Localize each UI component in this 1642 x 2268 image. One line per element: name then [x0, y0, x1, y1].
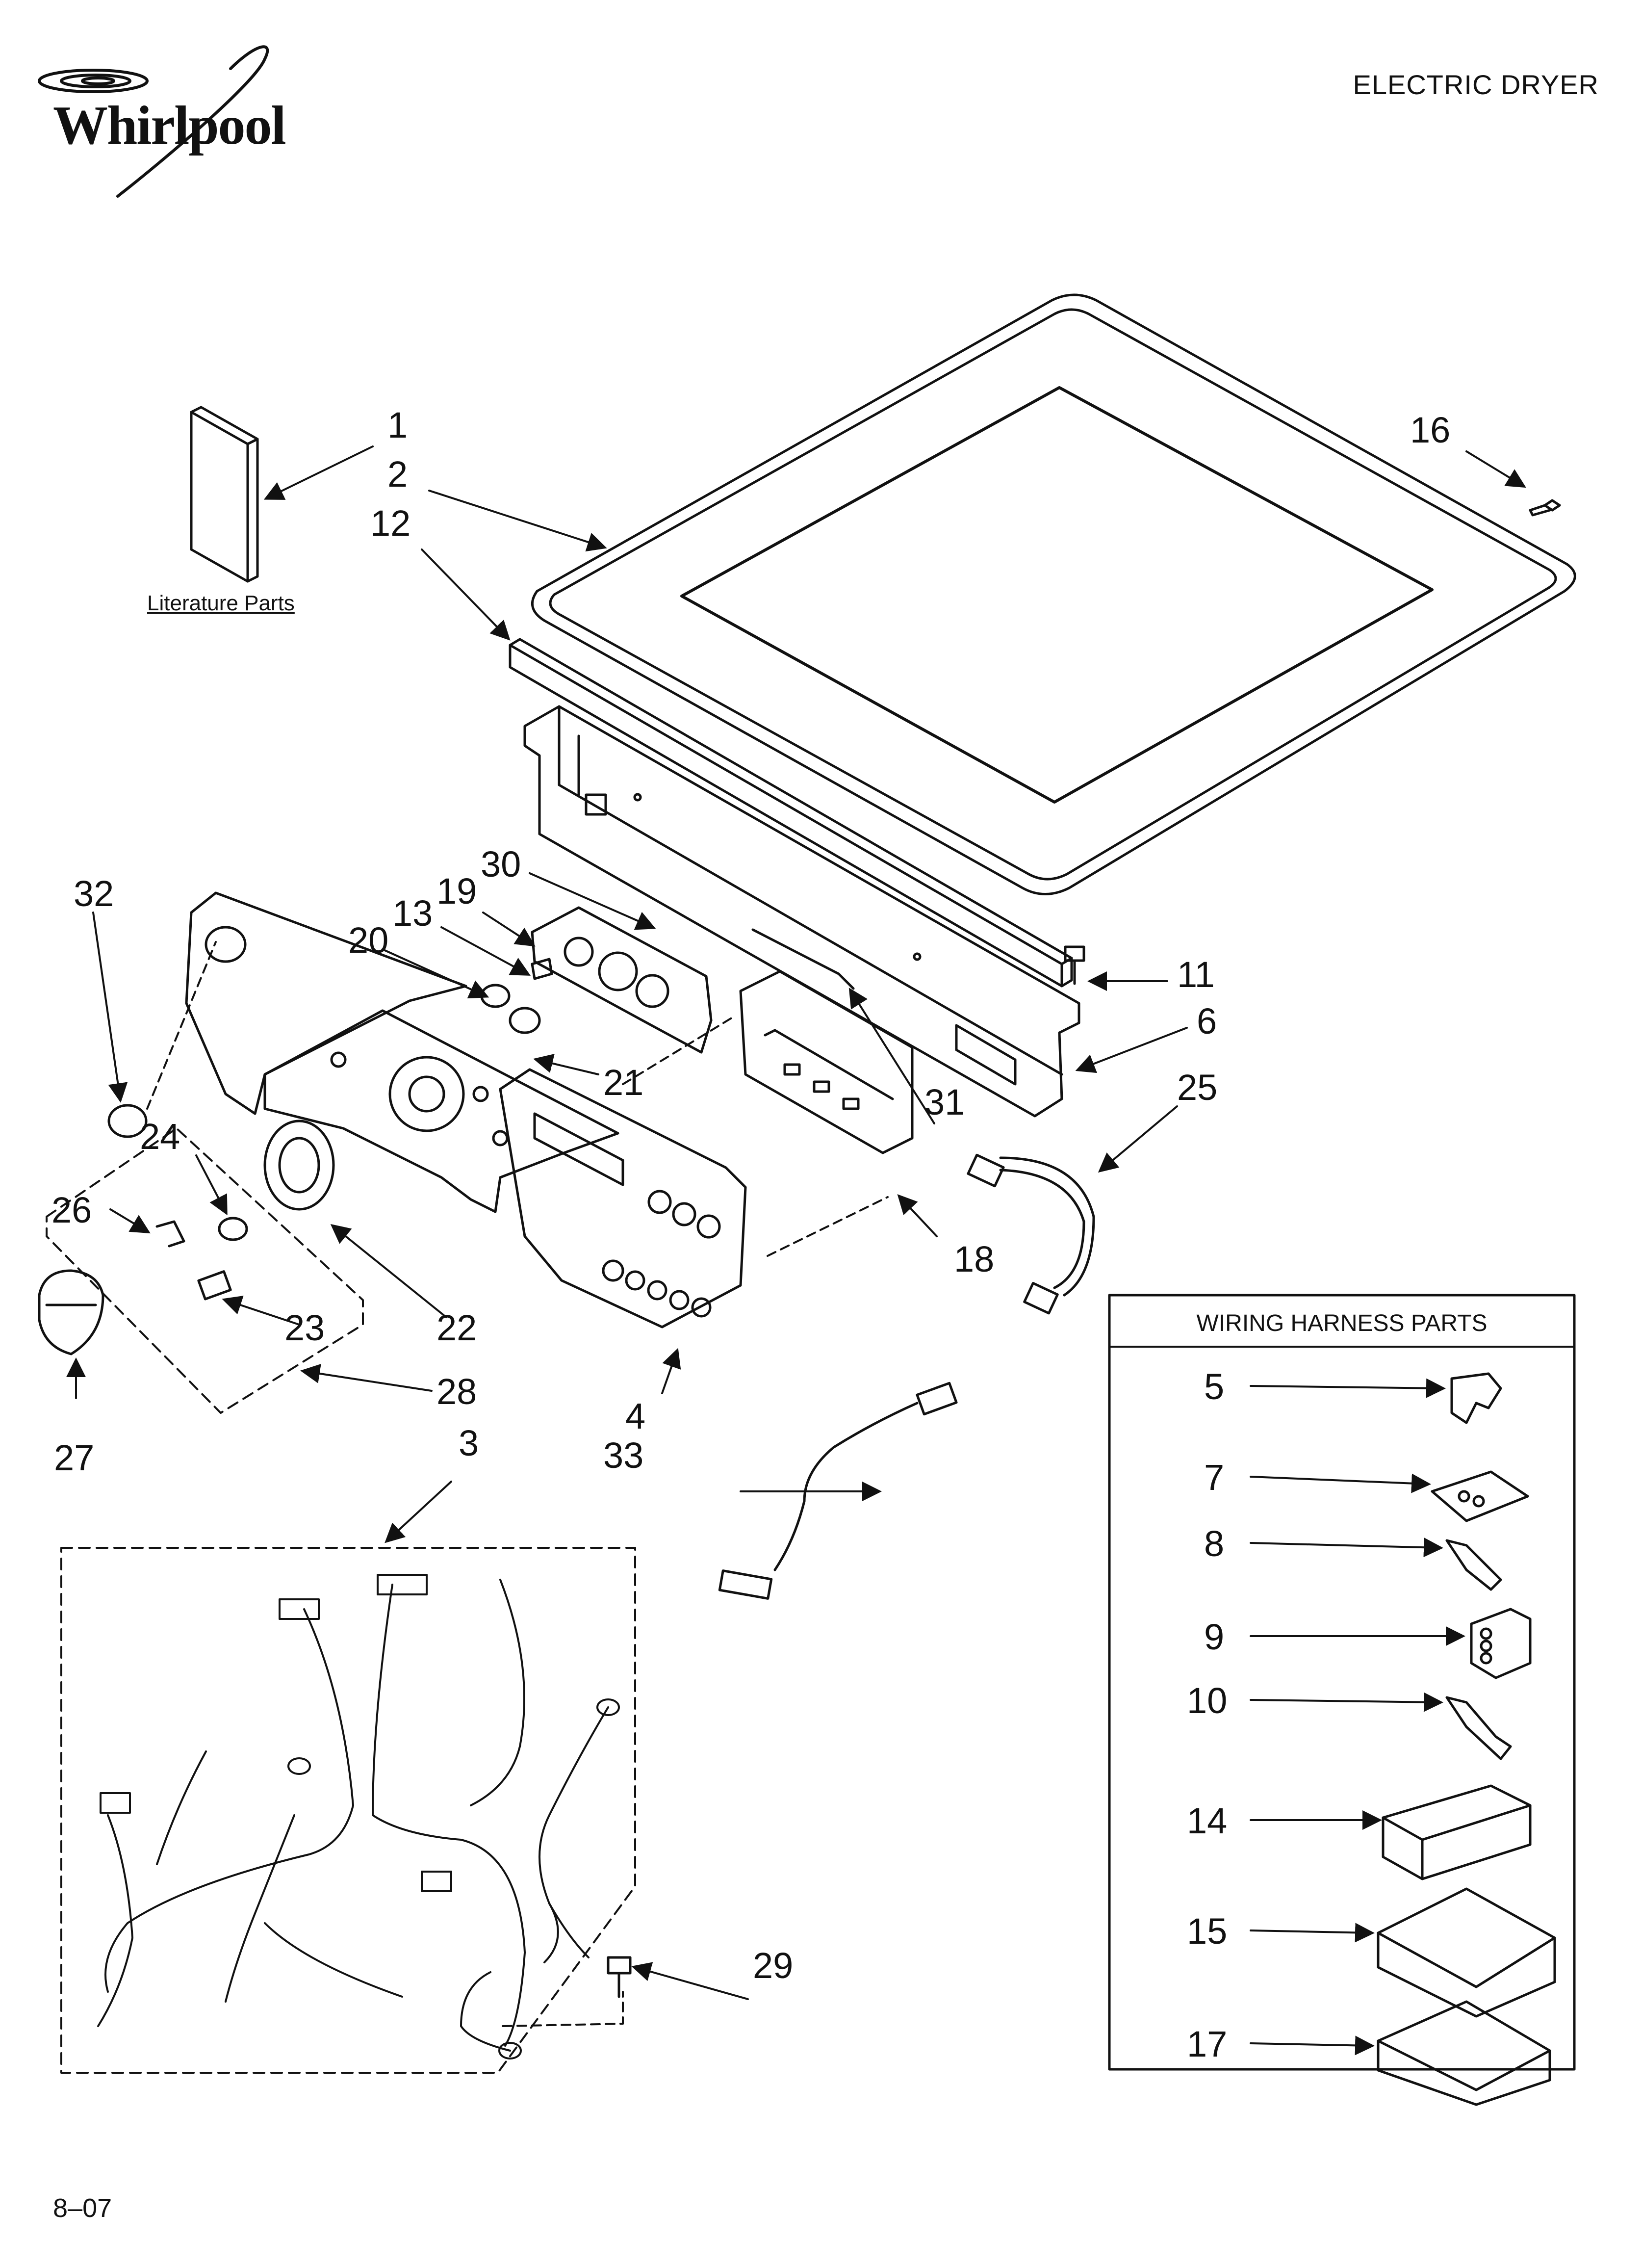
- callout-31: 31: [924, 1082, 965, 1122]
- ring-21: [509, 1007, 541, 1034]
- callout-14: 14: [1187, 1800, 1228, 1841]
- harness-part-17: [1377, 2000, 1551, 2106]
- harness-part-15: [1377, 1887, 1556, 2018]
- clip-26: [155, 1220, 185, 1248]
- screw-11: [1064, 945, 1085, 985]
- control-knob-27: [38, 1269, 104, 1356]
- callout-27: 27: [54, 1437, 95, 1478]
- harness-part-7: [1431, 1470, 1529, 1522]
- callout-8: 8: [1204, 1523, 1225, 1564]
- console-front-panel-4: [499, 1068, 747, 1329]
- callout-11: 11: [1177, 954, 1215, 995]
- console-frame: [263, 1009, 619, 1213]
- callout-19: 19: [436, 871, 477, 912]
- wire-harness-25: [967, 1153, 1095, 1315]
- callout-15: 15: [1187, 1911, 1228, 1952]
- callout-23: 23: [284, 1307, 325, 1348]
- wiring-harness-parts-box: [1108, 1294, 1576, 2071]
- screw-29: [607, 1956, 632, 1998]
- control-switch-assembly-19: [531, 906, 713, 1054]
- callout-leader-arrows: [66, 445, 1526, 2056]
- callout-9: 9: [1204, 1616, 1225, 1657]
- callout-1: 1: [387, 405, 408, 445]
- revision-code: 8–07: [53, 2193, 112, 2223]
- spring-13: [531, 958, 553, 980]
- callout-10: 10: [1187, 1680, 1228, 1721]
- knob-insert-24: [218, 1217, 248, 1241]
- callout-3: 3: [459, 1423, 479, 1463]
- callout-28: 28: [436, 1371, 477, 1412]
- callout-20: 20: [348, 920, 389, 961]
- console-back-bracket: [523, 705, 1080, 1118]
- callout-25: 25: [1177, 1067, 1218, 1108]
- harness-part-10: [1445, 1696, 1512, 1760]
- dashed-leader-lines: [146, 941, 889, 2027]
- callout-18: 18: [954, 1239, 995, 1279]
- callout-17: 17: [1187, 2024, 1228, 2064]
- callout-26: 26: [51, 1190, 92, 1230]
- callout-21: 21: [603, 1062, 644, 1103]
- harness-part-14: [1382, 1784, 1532, 1880]
- screw-16: [1529, 499, 1561, 517]
- callout-13: 13: [392, 893, 433, 934]
- dashed-group-outline-28: [46, 1127, 364, 1414]
- page-title: ELECTRIC DRYER: [1353, 69, 1599, 100]
- callout-33: 33: [603, 1435, 644, 1476]
- dashed-group-outline-3: [60, 1547, 636, 2074]
- harness-part-8: [1445, 1539, 1502, 1591]
- callout-16: 16: [1410, 410, 1451, 450]
- callout-22: 22: [436, 1307, 477, 1348]
- callout-5: 5: [1204, 1366, 1225, 1407]
- callout-12: 12: [370, 503, 411, 544]
- callout-6: 6: [1197, 1001, 1217, 1042]
- callout-29: 29: [753, 1945, 794, 1986]
- o-ring-32: [107, 1104, 148, 1138]
- literature-parts-label: Literature Parts: [147, 591, 295, 615]
- callout-24: 24: [140, 1116, 180, 1157]
- literature-booklet: [190, 406, 259, 583]
- wire-harness-33: [718, 1382, 958, 1600]
- harness-part-5: [1450, 1372, 1502, 1424]
- harness-part-9: [1470, 1608, 1532, 1679]
- whirlpool-logo-swirl: [38, 45, 269, 198]
- wiring-harness-parts-title: WIRING HARNESS PARTS: [1196, 1310, 1488, 1336]
- whirlpool-logo: Whirlpool: [53, 95, 286, 156]
- callout-2: 2: [387, 454, 408, 495]
- main-wire-harness-3: [97, 1574, 620, 2059]
- insert-23: [197, 1270, 232, 1301]
- callout-7: 7: [1204, 1457, 1225, 1498]
- callout-30: 30: [481, 844, 521, 885]
- electronic-control-board-18: [739, 970, 914, 1154]
- gear-knob-22: [263, 1120, 335, 1211]
- dryer-top-panel: [531, 293, 1576, 895]
- callout-4: 4: [625, 1396, 646, 1436]
- callout-32: 32: [74, 873, 114, 914]
- cable-tie-31: [751, 928, 855, 990]
- front-gasket-strip: [509, 638, 1073, 988]
